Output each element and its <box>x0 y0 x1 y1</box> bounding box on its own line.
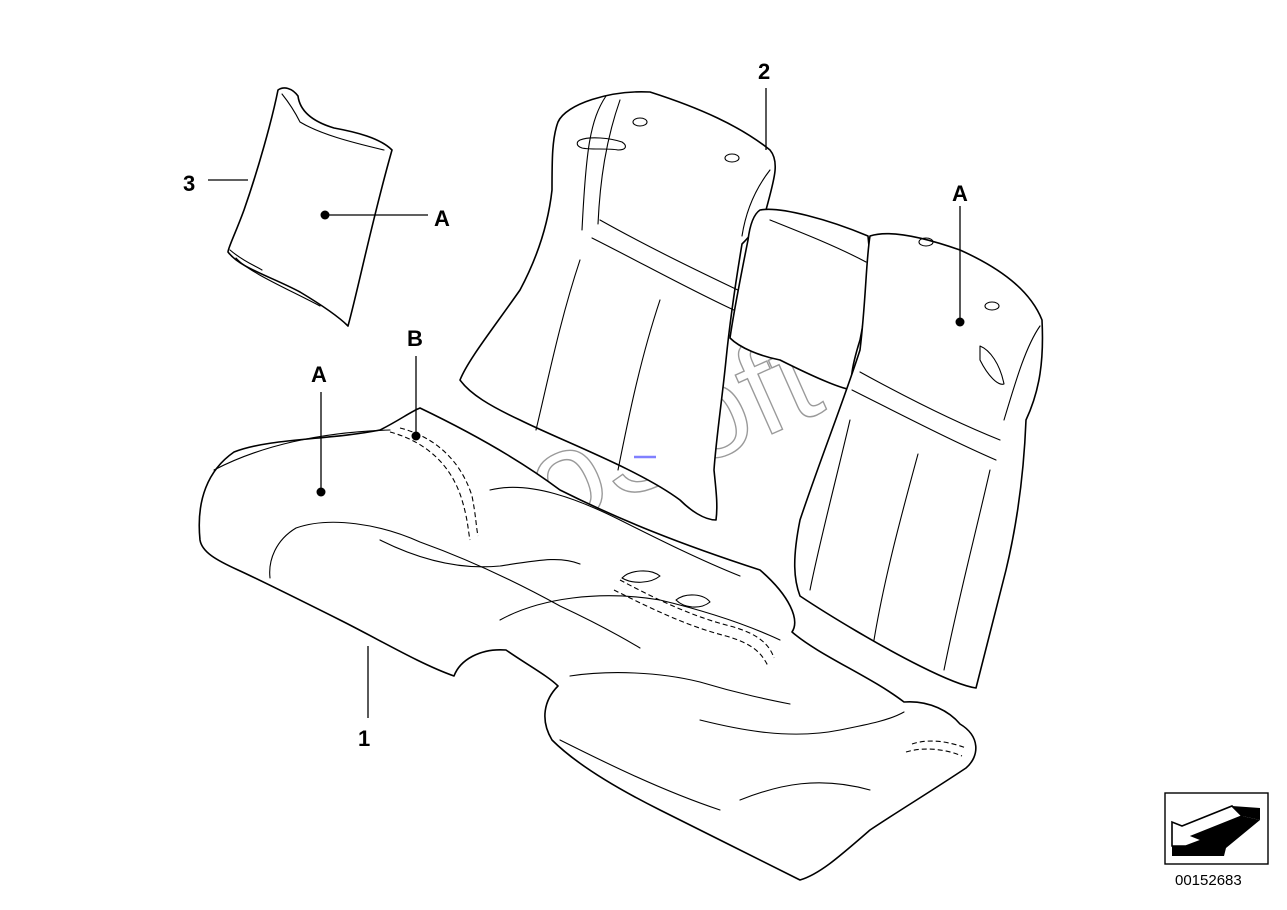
callout-part-2: 2 <box>758 59 770 84</box>
part-1-seat-cushion <box>198 407 977 881</box>
part-3-cover-panel <box>227 87 393 327</box>
callout-mark-a-backrest: A <box>952 181 968 206</box>
callout-mark-b-cushion: B <box>407 326 423 351</box>
callout-part-1: 1 <box>358 726 370 751</box>
reference-number: 00152683 <box>1175 872 1242 889</box>
part-2-backrest <box>459 91 1044 689</box>
callout-mark-a-cushion: A <box>311 362 327 387</box>
callout-part-3: 3 <box>183 171 195 196</box>
arrow-direction-icon <box>1164 792 1269 865</box>
callout-mark-a-cover: A <box>434 206 450 231</box>
